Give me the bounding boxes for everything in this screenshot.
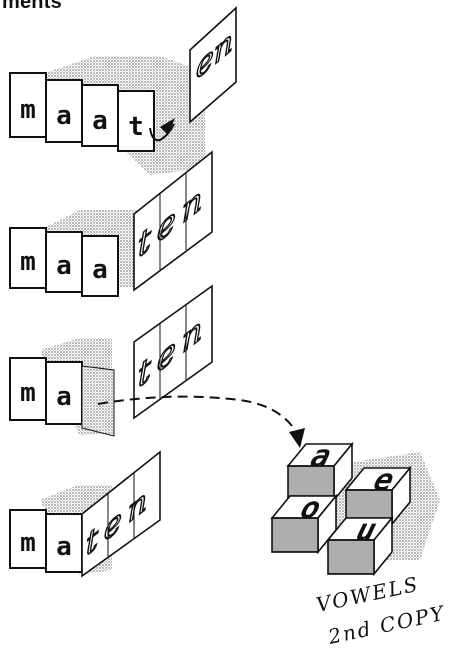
suffix-panel bbox=[189, 6, 237, 124]
tile-a bbox=[45, 79, 83, 143]
tile-a bbox=[45, 361, 83, 425]
row-2-tiles: m a a bbox=[9, 227, 119, 297]
hook-arrow-head-icon bbox=[160, 118, 175, 135]
dashed-arrow bbox=[97, 395, 299, 437]
page-title: ments bbox=[2, 0, 62, 13]
tile-letter: a bbox=[92, 255, 108, 285]
row-3-tiles: m a bbox=[9, 357, 115, 437]
tile-letter: m bbox=[20, 528, 36, 558]
tile-letter: m bbox=[20, 378, 36, 408]
tile-t bbox=[117, 90, 155, 152]
row-4-tiles: m a bbox=[9, 509, 83, 573]
row-2: m a a ten bbox=[9, 150, 213, 297]
tile-letter: a bbox=[56, 251, 72, 281]
tile-letter: m bbox=[20, 247, 36, 277]
tile-letter: t bbox=[128, 112, 144, 142]
tile-m bbox=[9, 357, 47, 421]
suffix-panel bbox=[133, 150, 213, 292]
suffix-panel bbox=[81, 450, 161, 578]
tile-letter: a bbox=[92, 106, 108, 136]
hook-arrow bbox=[149, 123, 175, 142]
tile-a bbox=[45, 231, 83, 293]
tile-letter: m bbox=[20, 95, 36, 125]
tile-letter: a bbox=[56, 101, 72, 131]
row-1: m a a t en bbox=[9, 6, 237, 175]
row-1-tiles: m a a t bbox=[9, 72, 155, 152]
row-4: m a ten bbox=[9, 450, 161, 578]
suffix-panel bbox=[133, 284, 213, 420]
dashed-arrow-head-icon bbox=[289, 428, 305, 448]
tile-letter: a bbox=[56, 532, 72, 562]
vowel-stack-o: o bbox=[270, 491, 338, 555]
vowel-stack-a: a bbox=[286, 439, 354, 503]
vacated-slot bbox=[81, 365, 115, 437]
tile-letter: a bbox=[56, 382, 72, 412]
row-3: m a ten bbox=[9, 284, 305, 448]
tile-a bbox=[81, 235, 119, 297]
tile-m bbox=[9, 72, 47, 138]
caption: VOWELS 2nd COPY bbox=[314, 572, 448, 649]
tile-m bbox=[9, 509, 47, 569]
tile-a bbox=[45, 513, 83, 573]
vowel-stack-u: u bbox=[326, 513, 394, 577]
vowel-stacks: a e o u bbox=[270, 439, 440, 577]
